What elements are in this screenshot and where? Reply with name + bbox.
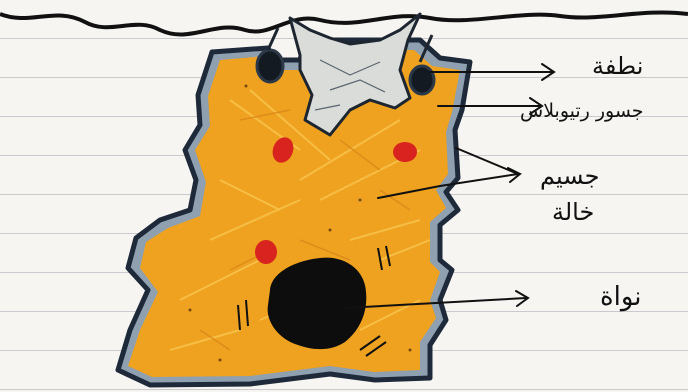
label-body-line2: خالة xyxy=(552,198,594,226)
red-granule-2 xyxy=(393,142,417,162)
top-wavy-line xyxy=(0,12,688,34)
bridge-tail-left xyxy=(268,28,278,50)
label-nucleus: نواة xyxy=(600,282,642,312)
label-body-line1: جسيم xyxy=(540,162,599,190)
label-sperm: نطفة xyxy=(592,52,643,80)
red-granule-3 xyxy=(255,240,277,264)
nucleus xyxy=(268,258,367,350)
reticular-bridge-right xyxy=(410,66,434,94)
label-reticular-bridges: جسور رتيوبلاس xyxy=(520,100,644,122)
reticular-bridge-left xyxy=(257,50,283,82)
arrow-body-a xyxy=(456,148,518,174)
